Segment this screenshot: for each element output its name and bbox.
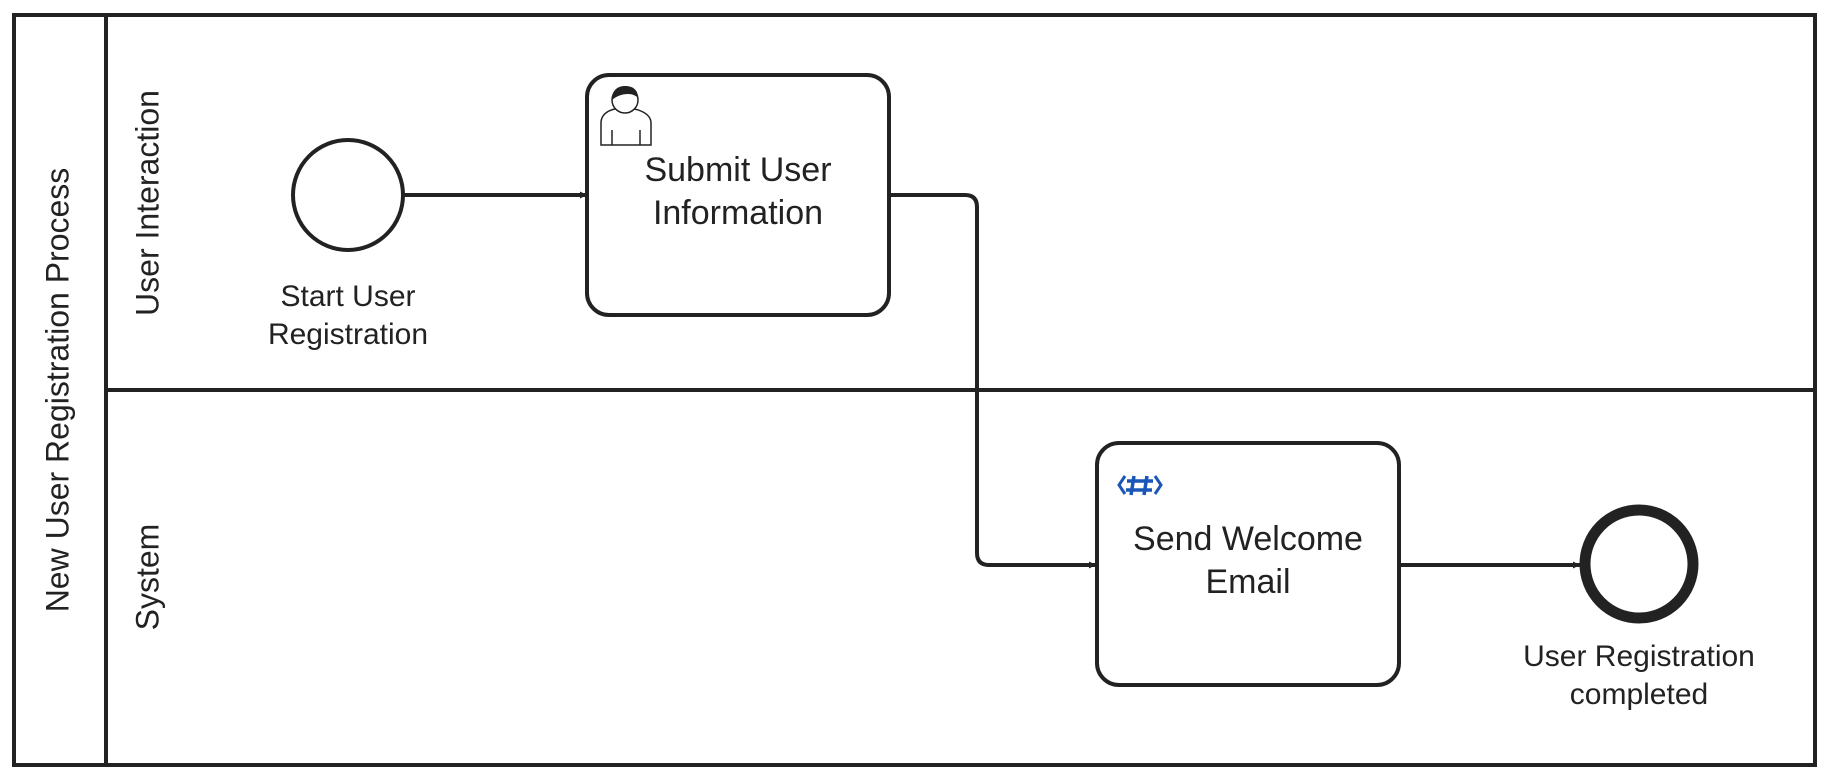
script-task-label-line2: Email [1205,563,1290,601]
pool-label: New User Registration Process [39,168,75,613]
lane-label-system: System [129,524,165,631]
end-event-label-line2: completed [1570,678,1708,711]
user-task-box [585,73,891,317]
user-task-submit[interactable]: Submit User Information [585,73,891,317]
lane-system[interactable]: System [129,524,165,631]
user-task-label-line1: Submit User [644,151,831,189]
script-task-label-line1: Send Welcome [1133,520,1363,558]
script-task-send[interactable]: Send Welcome Email [1095,441,1401,687]
start-event-label-line2: Registration [268,318,428,351]
end-event[interactable]: User Registration completed [1523,504,1755,711]
lane-user-interaction[interactable]: User Interaction [106,90,1815,392]
start-event[interactable]: Start User Registration [268,138,428,351]
lane-label-user-interaction: User Interaction [129,90,165,316]
user-task-label-line2: Information [653,194,823,232]
end-event-label-line1: User Registration [1523,640,1755,673]
script-task-box [1095,441,1401,687]
flow-submit-to-send[interactable] [889,193,1096,569]
start-event-label-line1: Start User [280,280,415,313]
script-icon [1117,475,1163,496]
start-event-circle [291,138,405,252]
user-icon [600,86,652,146]
end-event-circle [1579,504,1699,624]
sequence-flows [403,191,1580,569]
